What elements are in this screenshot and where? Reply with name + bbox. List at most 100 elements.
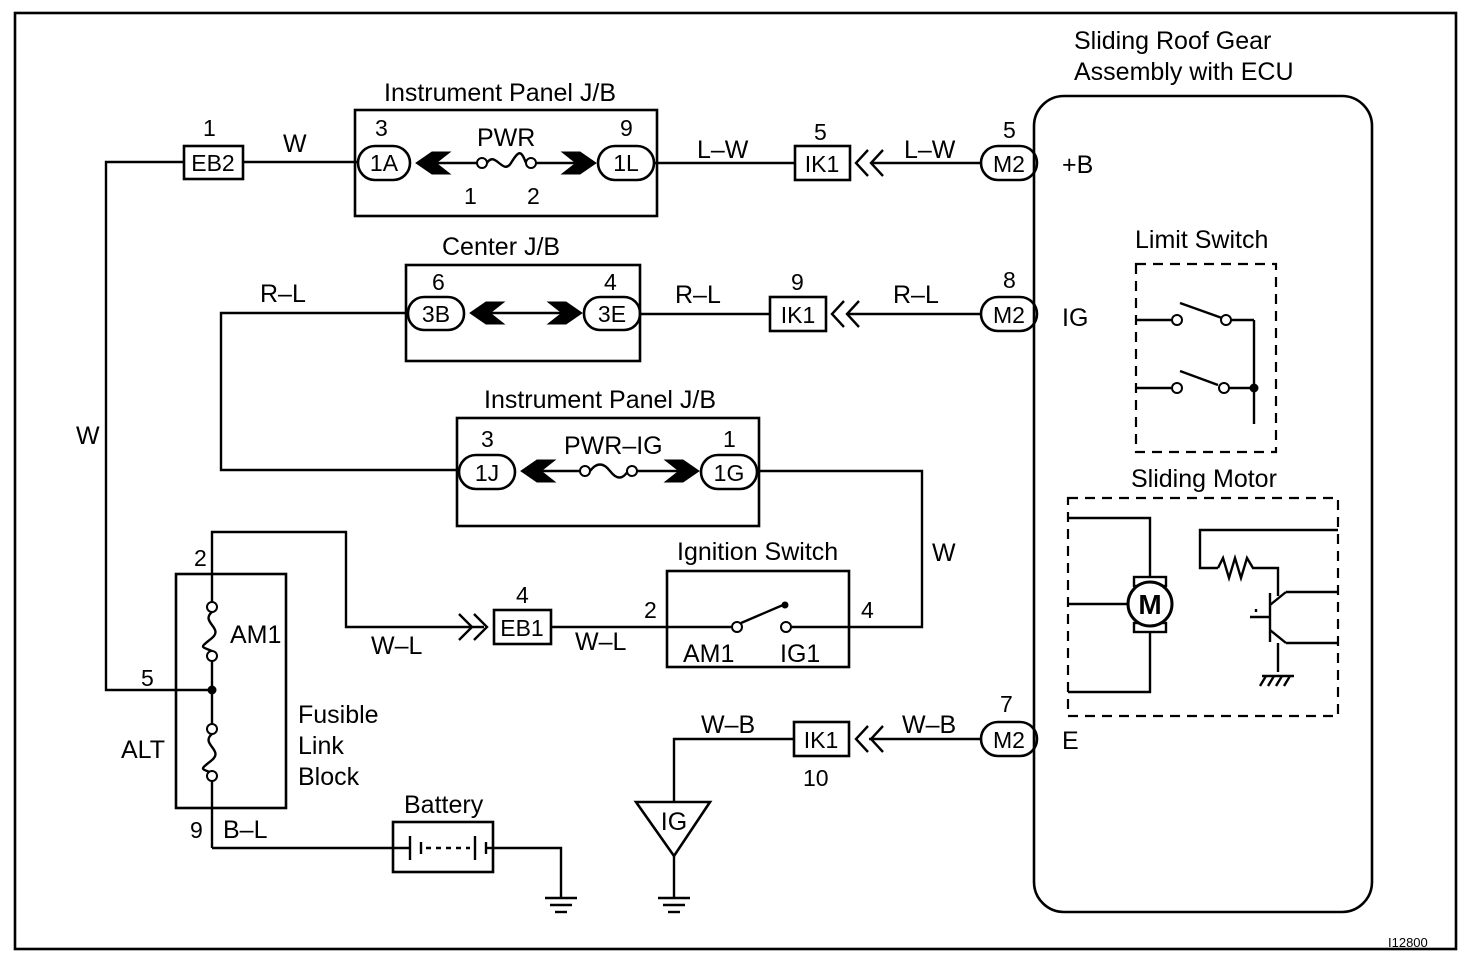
ecu-terminal-b: +B (1062, 151, 1093, 179)
limit-switch-label: Limit Switch (1135, 226, 1268, 254)
connector-1j (457, 453, 517, 491)
wire-label-rl-left: R–L (260, 280, 306, 308)
fusible-link-title-3: Block (298, 763, 360, 791)
wire-label-wb-right: W–B (902, 711, 956, 739)
ip-jb-pwr-fuse-pin-2: 2 (527, 183, 540, 209)
battery: Battery (391, 791, 495, 874)
sliding-roof-ecu: Sliding Roof Gear Assembly with ECU +B I… (1032, 27, 1374, 914)
center-jb-pin-left: 6 (432, 269, 445, 295)
connector-ik1-mid (768, 295, 828, 333)
ecu-body (1032, 94, 1374, 914)
sliding-motor-symbol: M (1068, 516, 1338, 694)
connector-ik1-mid-label: IK1 (781, 302, 816, 328)
ip-jb-pwr-title: Instrument Panel J/B (384, 79, 616, 107)
ignition-switch-pin-right: 4 (861, 597, 874, 623)
wire-label-wl-left: W–L (371, 632, 423, 660)
center-jb: Center J/B 6 4 3B 3E (404, 233, 642, 363)
wire-label-w-eb2: W (283, 130, 307, 158)
sliding-motor-box (1066, 496, 1340, 718)
ignition-switch-term-am1: AM1 (683, 640, 734, 668)
connector-1g-label: 1G (714, 460, 745, 486)
fusible-link-pin-mid: 5 (141, 665, 154, 691)
ip-jb-pwr: Instrument Panel J/B 3 9 1A 1L PWR 1 2 (353, 79, 659, 218)
connector-1j-label: 1J (475, 460, 499, 486)
connector-m2-top-label: M2 (993, 151, 1025, 177)
fusible-link-alt: ALT (121, 736, 165, 764)
ecu-title-line1: Sliding Roof Gear (1074, 27, 1271, 55)
connector-m2-top (979, 144, 1039, 182)
fusible-link-am1: AM1 (230, 621, 281, 649)
center-jb-pin-right: 4 (604, 269, 617, 295)
ip-jb-pwr-pin-left: 3 (375, 115, 388, 141)
connector-3e-label: 3E (598, 301, 626, 327)
connector-1l-label: 1L (613, 150, 639, 176)
fusible-link-block: 2 5 9 AM1 ALT Fusible Link Block (121, 545, 379, 848)
connector-m2-mid-label: M2 (993, 302, 1025, 328)
fusible-link-title-1: Fusible (298, 701, 379, 729)
ip-jb-pwr-ig: Instrument Panel J/B 3 1 1J 1G PWR–IG (455, 386, 761, 528)
wire-label-w-right-vertical: W (932, 539, 956, 567)
ignition-switch-term-ig1: IG1 (780, 640, 820, 668)
ignition-switch-title: Ignition Switch (677, 538, 838, 566)
wire-label-rl-mid: R–L (675, 281, 721, 309)
connector-eb1-label: EB1 (500, 615, 543, 641)
connector-ik1-top (793, 144, 852, 182)
m2-mid-pin: 8 (1003, 267, 1016, 293)
fusible-link-pin-bottom: 9 (190, 817, 203, 843)
motor-symbol: M (1138, 589, 1161, 620)
ignition-switch: Ignition Switch 2 4 AM1 IG1 (644, 538, 874, 669)
wire-label-lw-left: L–W (697, 136, 749, 164)
ik1-bot-pin: 10 (803, 765, 829, 791)
fusible-link-pin-top: 2 (194, 545, 207, 571)
ecu-terminal-e: E (1062, 727, 1079, 755)
ignition-switch-pin-left: 2 (644, 597, 657, 623)
ik1-mid-pin: 9 (791, 269, 804, 295)
wire-w-right (757, 469, 924, 629)
ik1-top-pin: 5 (814, 119, 827, 145)
eb2-pin: 1 (203, 115, 216, 141)
figure-code: I12800 (1388, 935, 1428, 950)
wire-label-rl-right: R–L (893, 281, 939, 309)
ground-point-ig-label: IG (661, 808, 687, 836)
wire-label-wl-right: W–L (575, 628, 627, 656)
connector-ik1-bot-label: IK1 (804, 727, 839, 753)
motor-icon (1126, 580, 1174, 628)
connector-3b-label: 3B (422, 301, 450, 327)
ip-jb-pwr-ig-pin-left: 3 (481, 426, 494, 452)
limit-switch-box (1134, 262, 1278, 454)
connector-1a-label: 1A (370, 150, 399, 176)
connector-eb2-label: EB2 (191, 150, 234, 176)
ground-point-ig (633, 800, 713, 859)
battery-title: Battery (404, 791, 484, 819)
ip-jb-pwr-pin-right: 9 (620, 115, 633, 141)
ecu-title-line2: Assembly with ECU (1074, 58, 1294, 86)
wire-label-bl: B–L (223, 816, 268, 844)
connector-m2-mid (979, 295, 1039, 333)
wire-rl-left (219, 311, 459, 472)
m2-top-pin: 5 (1003, 117, 1016, 143)
m2-bot-pin: 7 (1000, 691, 1013, 717)
ecu-terminal-ig: IG (1062, 304, 1088, 332)
limit-switch-symbol (1136, 301, 1259, 424)
ground-icon-2 (658, 896, 690, 914)
ip-jb-pwr-fuse: PWR (477, 124, 535, 152)
connector-ik1-top-label: IK1 (805, 151, 840, 177)
ignition-switch-box (665, 569, 851, 669)
ground-icon (545, 896, 577, 914)
sliding-motor-label: Sliding Motor (1131, 465, 1277, 493)
ip-jb-pwr-ig-fuse: PWR–IG (564, 432, 663, 460)
ip-jb-pwr-ig-pin-right: 1 (723, 426, 736, 452)
wire-battery-ground (493, 846, 563, 898)
eb1-pin: 4 (516, 582, 529, 608)
ip-jb-pwr-fuse-pin-1: 1 (464, 183, 477, 209)
connector-m2-bot-label: M2 (993, 727, 1025, 753)
wire-label-w-left-vertical: W (76, 422, 100, 450)
wire-w-left (104, 160, 212, 692)
wire-label-wb-left: W–B (701, 711, 755, 739)
fusible-link-box (174, 572, 288, 810)
wire-wb-left (672, 737, 794, 802)
diagram-frame (13, 11, 1458, 951)
fusible-link-title-2: Link (298, 732, 344, 760)
ip-jb-pwr-ig-title: Instrument Panel J/B (484, 386, 716, 414)
